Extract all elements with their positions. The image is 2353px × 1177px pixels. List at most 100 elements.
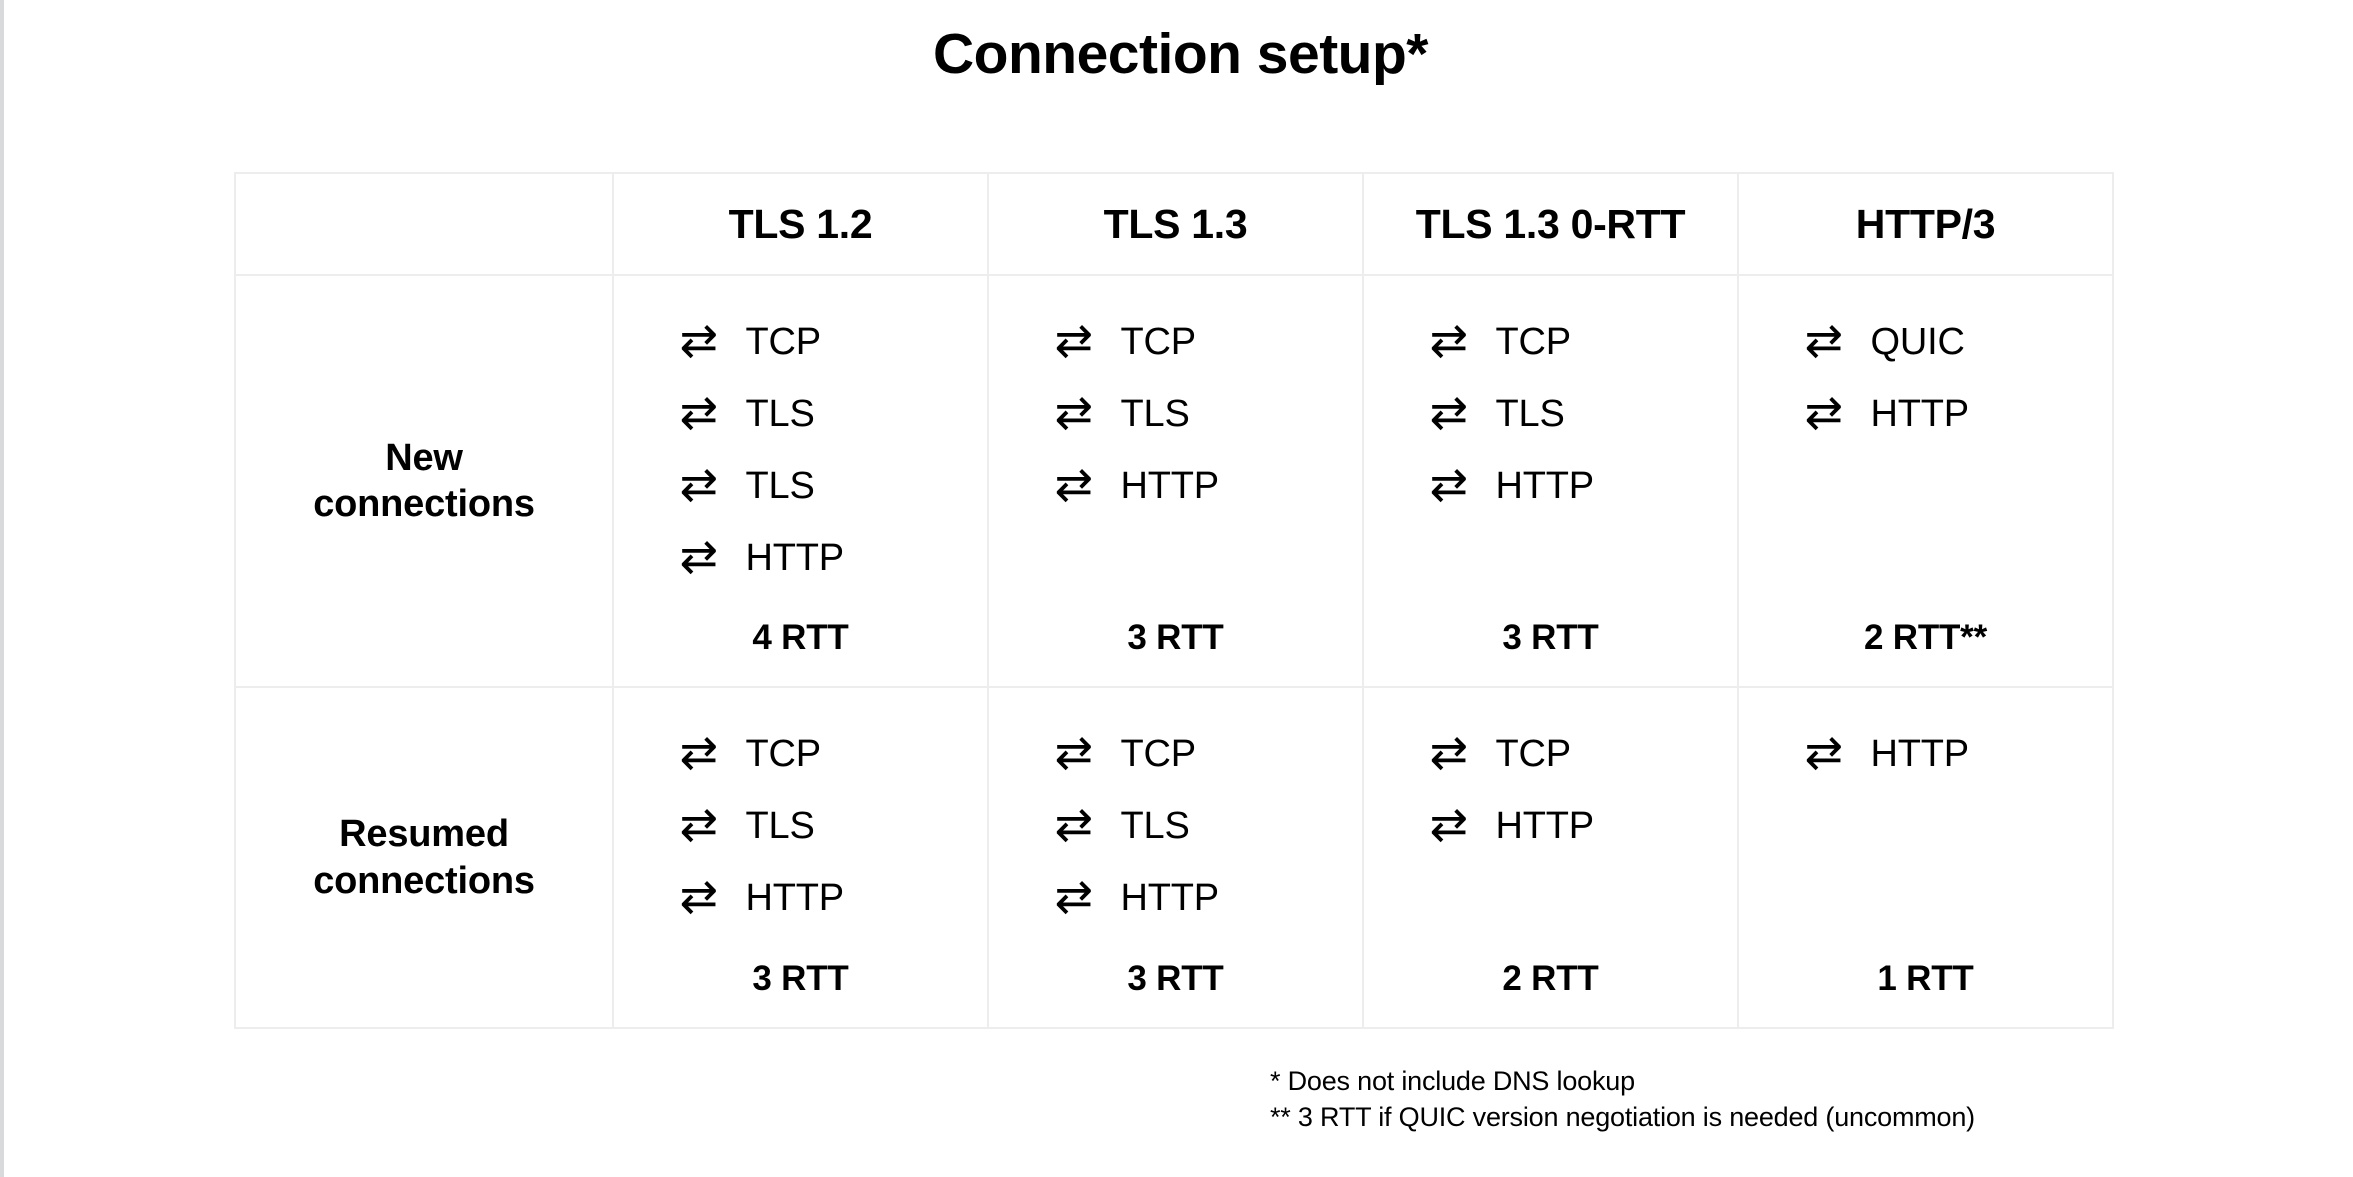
- protocol-step: ⇄ TCP: [1055, 306, 1315, 378]
- bidirectional-roundtrip-arrow-icon: ⇄: [1054, 385, 1094, 439]
- protocol-step: ⇄ TLS: [680, 790, 940, 862]
- protocol-step: ⇄ HTTP: [1805, 378, 2065, 450]
- rtt-total: 3 RTT: [752, 959, 849, 998]
- protocol-step-label: HTTP: [1870, 733, 1970, 775]
- protocol-step-label: HTTP: [1870, 393, 1970, 435]
- protocol-step: ⇄ TCP: [680, 306, 940, 378]
- bidirectional-roundtrip-arrow-icon: ⇄: [1429, 385, 1469, 439]
- protocol-step: ⇄ TCP: [1055, 718, 1315, 790]
- bidirectional-roundtrip-arrow-icon: ⇄: [1429, 725, 1469, 779]
- bidirectional-roundtrip-arrow-icon: ⇄: [679, 385, 719, 439]
- protocol-step: ⇄ HTTP: [1055, 450, 1315, 522]
- page-title: Connection setup*: [932, 22, 1429, 86]
- protocol-step-label: TLS: [1120, 393, 1190, 435]
- row-label-line-2: connections: [313, 483, 535, 525]
- bidirectional-roundtrip-arrow-icon: ⇄: [1804, 313, 1844, 367]
- row-label-resumed-connections: Resumed connections: [234, 686, 614, 1029]
- bidirectional-roundtrip-arrow-icon: ⇄: [1054, 457, 1094, 511]
- protocol-step-label: TCP: [745, 733, 822, 775]
- rtt-total: 3 RTT: [1502, 618, 1599, 657]
- protocol-step: ⇄ HTTP: [1055, 862, 1315, 934]
- rtt-total: 1 RTT: [1877, 959, 1974, 998]
- bidirectional-roundtrip-arrow-icon: ⇄: [679, 869, 719, 923]
- row-label-line-2: connections: [313, 859, 535, 902]
- protocol-step: ⇄ HTTP: [1430, 790, 1690, 862]
- rtt-total: 3 RTT: [1127, 618, 1224, 657]
- bidirectional-roundtrip-arrow-icon: ⇄: [1429, 457, 1469, 511]
- protocol-step: ⇄ HTTP: [680, 862, 940, 934]
- protocol-step: ⇄ TCP: [1430, 306, 1690, 378]
- footnotes: * Does not include DNS lookup ** 3 RTT i…: [1270, 1064, 1975, 1135]
- connection-setup-table: TLS 1.2 TLS 1.3 TLS 1.3 0-RTT HTTP/3 New…: [234, 172, 2114, 1029]
- protocol-step-stack: ⇄ TCP ⇄ TLS ⇄ TLS ⇄ HTTP: [614, 276, 987, 686]
- protocol-step-label: TCP: [745, 321, 822, 363]
- protocol-step: ⇄ TLS: [680, 378, 940, 450]
- protocol-step-label: HTTP: [1495, 805, 1595, 847]
- protocol-step-stack: ⇄ TCP ⇄ TLS ⇄ HTTP 3 RTT: [614, 688, 987, 1027]
- protocol-step-label: TCP: [1495, 733, 1572, 775]
- protocol-step-label: TLS: [745, 393, 815, 435]
- protocol-step: ⇄ TCP: [680, 718, 940, 790]
- cell-resumed-tls13: ⇄ TCP ⇄ TLS ⇄ HTTP 3 RTT: [987, 686, 1364, 1029]
- table-corner-cell: [234, 172, 614, 276]
- table-header-row: TLS 1.2 TLS 1.3 TLS 1.3 0-RTT HTTP/3: [234, 172, 2114, 276]
- row-label-new-connections: New connections: [234, 274, 614, 688]
- column-header-tls13: TLS 1.3: [987, 172, 1364, 276]
- protocol-step-stack: ⇄ TCP ⇄ HTTP 2 RTT: [1364, 688, 1737, 1027]
- bidirectional-roundtrip-arrow-icon: ⇄: [1429, 313, 1469, 367]
- protocol-step-label: HTTP: [1495, 465, 1595, 507]
- protocol-step-label: QUIC: [1870, 321, 1965, 363]
- cell-resumed-http3: ⇄ HTTP 1 RTT: [1737, 686, 2114, 1029]
- cell-new-tls12: ⇄ TCP ⇄ TLS ⇄ TLS ⇄ HTTP: [612, 274, 989, 688]
- protocol-step: ⇄ HTTP: [1805, 718, 2065, 790]
- bidirectional-roundtrip-arrow-icon: ⇄: [679, 529, 719, 583]
- protocol-step: ⇄ TLS: [1055, 378, 1315, 450]
- bidirectional-roundtrip-arrow-icon: ⇄: [1054, 797, 1094, 851]
- table-header: TLS 1.2 TLS 1.3 TLS 1.3 0-RTT HTTP/3: [234, 172, 2114, 276]
- bidirectional-roundtrip-arrow-icon: ⇄: [1054, 869, 1094, 923]
- rtt-total: 3 RTT: [1127, 959, 1224, 998]
- cell-new-http3: ⇄ QUIC ⇄ HTTP 2 RTT**: [1737, 274, 2114, 688]
- protocol-step: ⇄ TLS: [1430, 378, 1690, 450]
- bidirectional-roundtrip-arrow-icon: ⇄: [679, 457, 719, 511]
- rtt-total: 2 RTT: [1502, 959, 1599, 998]
- rtt-total: 2 RTT**: [1863, 618, 1988, 657]
- footnote-quic-version-negotiation: ** 3 RTT if QUIC version negotiation is …: [1270, 1101, 1975, 1132]
- protocol-step: ⇄ HTTP: [680, 522, 940, 594]
- column-header-http3: HTTP/3: [1737, 172, 2114, 276]
- protocol-step-stack: ⇄ QUIC ⇄ HTTP 2 RTT**: [1739, 276, 2112, 686]
- protocol-step-label: TCP: [1120, 321, 1197, 363]
- column-header-tls13-0rtt: TLS 1.3 0-RTT: [1362, 172, 1739, 276]
- protocol-step-label: TCP: [1495, 321, 1572, 363]
- rtt-total: 4 RTT: [752, 618, 849, 657]
- protocol-step-label: TLS: [745, 805, 815, 847]
- protocol-step-label: TLS: [1495, 393, 1565, 435]
- protocol-step-label: HTTP: [1120, 877, 1220, 919]
- bidirectional-roundtrip-arrow-icon: ⇄: [679, 313, 719, 367]
- table-body: New connections ⇄ TCP ⇄ TLS: [234, 274, 2114, 1029]
- bidirectional-roundtrip-arrow-icon: ⇄: [1054, 725, 1094, 779]
- cell-resumed-tls13-0rtt: ⇄ TCP ⇄ HTTP 2 RTT: [1362, 686, 1739, 1029]
- table-row: Resumed connections ⇄ TCP ⇄ TLS: [234, 686, 2114, 1029]
- cell-new-tls13-0rtt: ⇄ TCP ⇄ TLS ⇄ HTTP 3 RTT: [1362, 274, 1739, 688]
- bidirectional-roundtrip-arrow-icon: ⇄: [1804, 725, 1844, 779]
- cell-resumed-tls12: ⇄ TCP ⇄ TLS ⇄ HTTP 3 RTT: [612, 686, 989, 1029]
- protocol-step: ⇄ QUIC: [1805, 306, 2065, 378]
- protocol-step-stack: ⇄ TCP ⇄ TLS ⇄ HTTP 3 RTT: [989, 276, 1362, 686]
- protocol-step-label: HTTP: [745, 537, 845, 579]
- protocol-step-stack: ⇄ HTTP 1 RTT: [1739, 688, 2112, 1027]
- protocol-step-label: TLS: [745, 465, 815, 507]
- bidirectional-roundtrip-arrow-icon: ⇄: [1429, 797, 1469, 851]
- protocol-step-label: HTTP: [1120, 465, 1220, 507]
- protocol-step: ⇄ TLS: [1055, 790, 1315, 862]
- footnote-dns-lookup: * Does not include DNS lookup: [1270, 1066, 1635, 1096]
- column-header-tls12: TLS 1.2: [612, 172, 989, 276]
- cell-new-tls13: ⇄ TCP ⇄ TLS ⇄ HTTP 3 RTT: [987, 274, 1364, 688]
- protocol-step-label: TLS: [1120, 805, 1190, 847]
- protocol-step: ⇄ TLS: [680, 450, 940, 522]
- protocol-step: ⇄ HTTP: [1430, 450, 1690, 522]
- bidirectional-roundtrip-arrow-icon: ⇄: [679, 725, 719, 779]
- row-label-line-1: New: [385, 436, 463, 479]
- protocol-step-label: TCP: [1120, 733, 1197, 775]
